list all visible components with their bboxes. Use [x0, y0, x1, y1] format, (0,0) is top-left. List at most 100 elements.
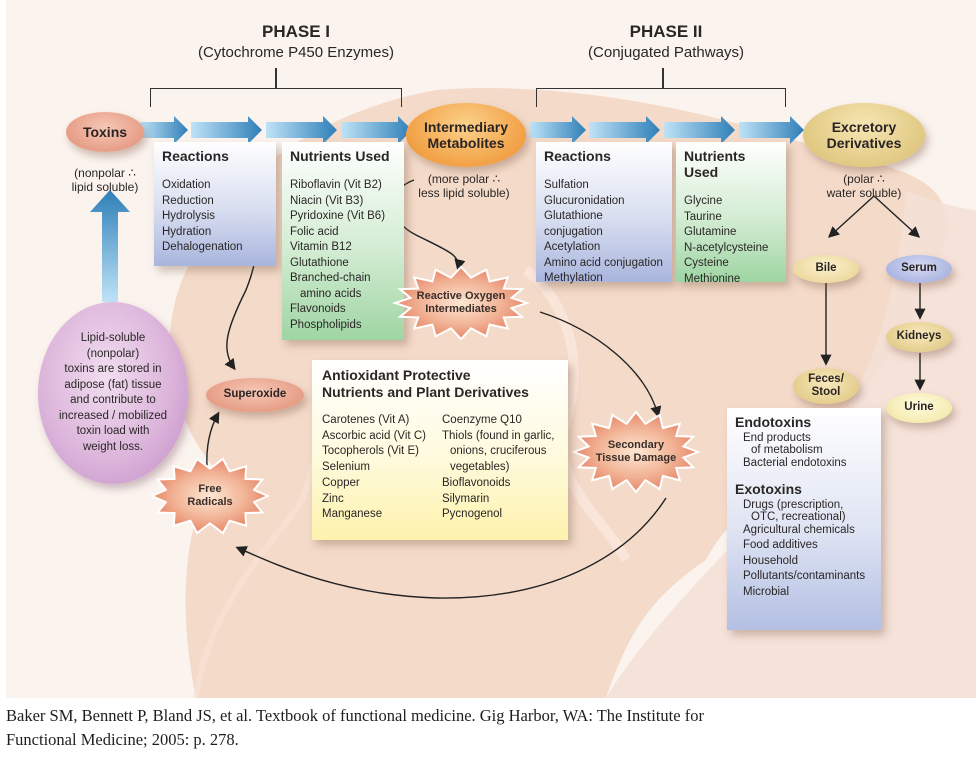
lipid-note-line: toxins are stored in [64, 363, 162, 375]
exotoxins-heading: Exotoxins [735, 481, 802, 497]
phase1-reactions-box: Reactions Oxidation Reduction Hydrolysis… [154, 142, 276, 266]
lipid-note-line: Lipid-soluble [80, 332, 146, 344]
roi-line: Intermediates [425, 303, 497, 315]
toxins-note-line: (nonpolar ∴ [74, 166, 136, 180]
list-item: onions, cruciferous [450, 445, 547, 458]
list-item: Silymarin [442, 492, 490, 505]
phase2-nutrients-list: Glycine Taurine Glutamine N-acetylcystei… [684, 194, 778, 287]
lipid-note-line: (nonpolar) [86, 347, 140, 360]
phase2-nutrients-box: Nutrients Used Glycine Taurine Glutamine… [676, 142, 786, 285]
list-item: Bacterial endotoxins [743, 456, 847, 469]
list-item: Ascorbic acid (Vit C) [322, 429, 426, 442]
secondary-line: Tissue Damage [595, 452, 677, 464]
list-item: End products [743, 432, 811, 444]
list-item: Cysteine [684, 257, 729, 269]
intermediary-label-line1: Intermediary [423, 118, 509, 135]
list-item: Methylation [544, 272, 603, 284]
list-item: Dehalogenation [162, 241, 243, 253]
toxins-note: (nonpolar ∴ lipid soluble) [60, 166, 150, 194]
list-item: Acetylation [544, 241, 601, 253]
list-item: Folic acid [290, 225, 339, 238]
feces-label-line: Feces/ [808, 372, 844, 385]
feces-label-line: Stool [811, 386, 841, 398]
list-item: Niacin (Vit B3) [290, 194, 364, 207]
intermediary-label-line2: Metabolites [427, 135, 505, 151]
list-item: N-acetylcysteine [684, 241, 769, 254]
endotoxins-list: End products of metabolism Bacterial end… [735, 431, 873, 471]
list-item: vegetables) [450, 461, 510, 474]
feces-node: Feces/Stool [793, 368, 859, 404]
phase2-bracket [536, 88, 786, 107]
lipid-note-line: toxin load with [76, 425, 150, 437]
excretory-label-line1: Excretory [831, 118, 897, 135]
list-item: Flavonoids [290, 303, 346, 315]
phase1-nutrients-box: Nutrients Used Riboflavin (Vit B2) Niaci… [282, 142, 404, 340]
urine-node: Urine [886, 393, 952, 423]
toxins-node: Toxins [66, 112, 144, 152]
phase1-bracket [150, 88, 402, 107]
phase1-subtitle: (Cytochrome P450 Enzymes) [198, 44, 394, 61]
excretory-note: (polar ∴ water soluble) [814, 172, 914, 200]
list-item: Microbial [743, 585, 790, 598]
citation: Baker SM, Bennett P, Bland JS, et al. Te… [6, 704, 966, 752]
list-item: Amino acid conjugation [544, 256, 663, 269]
list-item: Coenzyme Q10 [442, 414, 522, 426]
toxin-sources-box: Endotoxins End products of metabolism Ba… [727, 408, 881, 630]
lipid-note-line: and contribute to [70, 394, 156, 406]
antioxidant-heading-line: Nutrients and Plant Derivatives [322, 384, 529, 400]
list-item: Glutathione [290, 256, 349, 269]
toxins-label: Toxins [82, 123, 128, 140]
phase2-title: PHASE II [629, 22, 703, 41]
citation-line: Baker SM, Bennett P, Bland JS, et al. Te… [6, 706, 704, 725]
phase2-reactions-box: Reactions Sulfation Glucuronidation Glut… [536, 142, 672, 284]
free-radicals-line: Radicals [187, 496, 233, 508]
phase1-title: PHASE I [261, 22, 331, 41]
roi-line: Reactive Oxygen [416, 290, 506, 302]
intermediary-note-line: less lipid soluble) [418, 186, 510, 200]
list-item: Sulfation [544, 179, 589, 191]
secondary-line: Secondary [607, 439, 665, 451]
phase2-reactions-heading: Reactions [544, 148, 611, 164]
antioxidant-list-col1: Carotenes (Vit A) Ascorbic acid (Vit C) … [322, 413, 442, 523]
free-radicals-line: Free [198, 483, 222, 495]
excretory-label-line2: Derivatives [826, 135, 902, 151]
lipid-storage-note: Lipid-soluble (nonpolar) toxins are stor… [38, 302, 188, 484]
lipid-note-line: weight loss. [82, 440, 144, 453]
list-item: Vitamin B12 [290, 241, 352, 253]
toxins-note-line: lipid soluble) [71, 180, 139, 194]
list-item: Glycine [684, 195, 723, 207]
list-item: OTC, recreational) [751, 510, 846, 523]
list-item: Pyridoxine (Vit B6) [290, 210, 386, 222]
phase1-nutrients-heading: Nutrients Used [290, 148, 390, 164]
list-item: Household [743, 554, 798, 567]
phase2-nutrients-heading: Nutrients Used [684, 148, 746, 180]
list-item: Zinc [322, 492, 344, 505]
list-item: Food additives [743, 539, 818, 551]
exotoxins-list: Drugs (prescription, OTC, recreational) … [735, 498, 873, 600]
excretory-note-line: water soluble) [826, 186, 902, 200]
list-item: Copper [322, 476, 360, 489]
excretory-note-line: (polar ∴ [843, 172, 885, 186]
urine-label: Urine [904, 401, 934, 414]
list-item: Thiols (found in garlic, [442, 429, 555, 442]
lipid-note-line: adipose (fat) tissue [64, 378, 162, 391]
list-item: Manganese [322, 508, 383, 521]
list-item: Taurine [684, 210, 722, 223]
list-item: Glutathione conjugation [544, 210, 603, 238]
antioxidant-heading: Antioxidant Protective Nutrients and Pla… [322, 367, 558, 401]
phase2-subtitle: (Conjugated Pathways) [588, 44, 744, 61]
list-item: Bioflavonoids [442, 476, 511, 489]
list-item: Hydrolysis [162, 210, 216, 222]
diagram-canvas: PHASE I (Cytochrome P450 Enzymes) PHASE … [6, 0, 976, 698]
list-item: Drugs (prescription, [743, 499, 844, 511]
list-item: Agricultural chemicals [743, 523, 855, 536]
list-item: of metabolism [751, 443, 823, 456]
phase1-reactions-list: Oxidation Reduction Hydrolysis Hydration… [162, 178, 268, 256]
superoxide-label: Superoxide [223, 388, 287, 401]
list-item: Pycnogenol [442, 508, 503, 521]
list-item: amino acids [300, 287, 362, 300]
endotoxins-heading: Endotoxins [735, 414, 812, 430]
